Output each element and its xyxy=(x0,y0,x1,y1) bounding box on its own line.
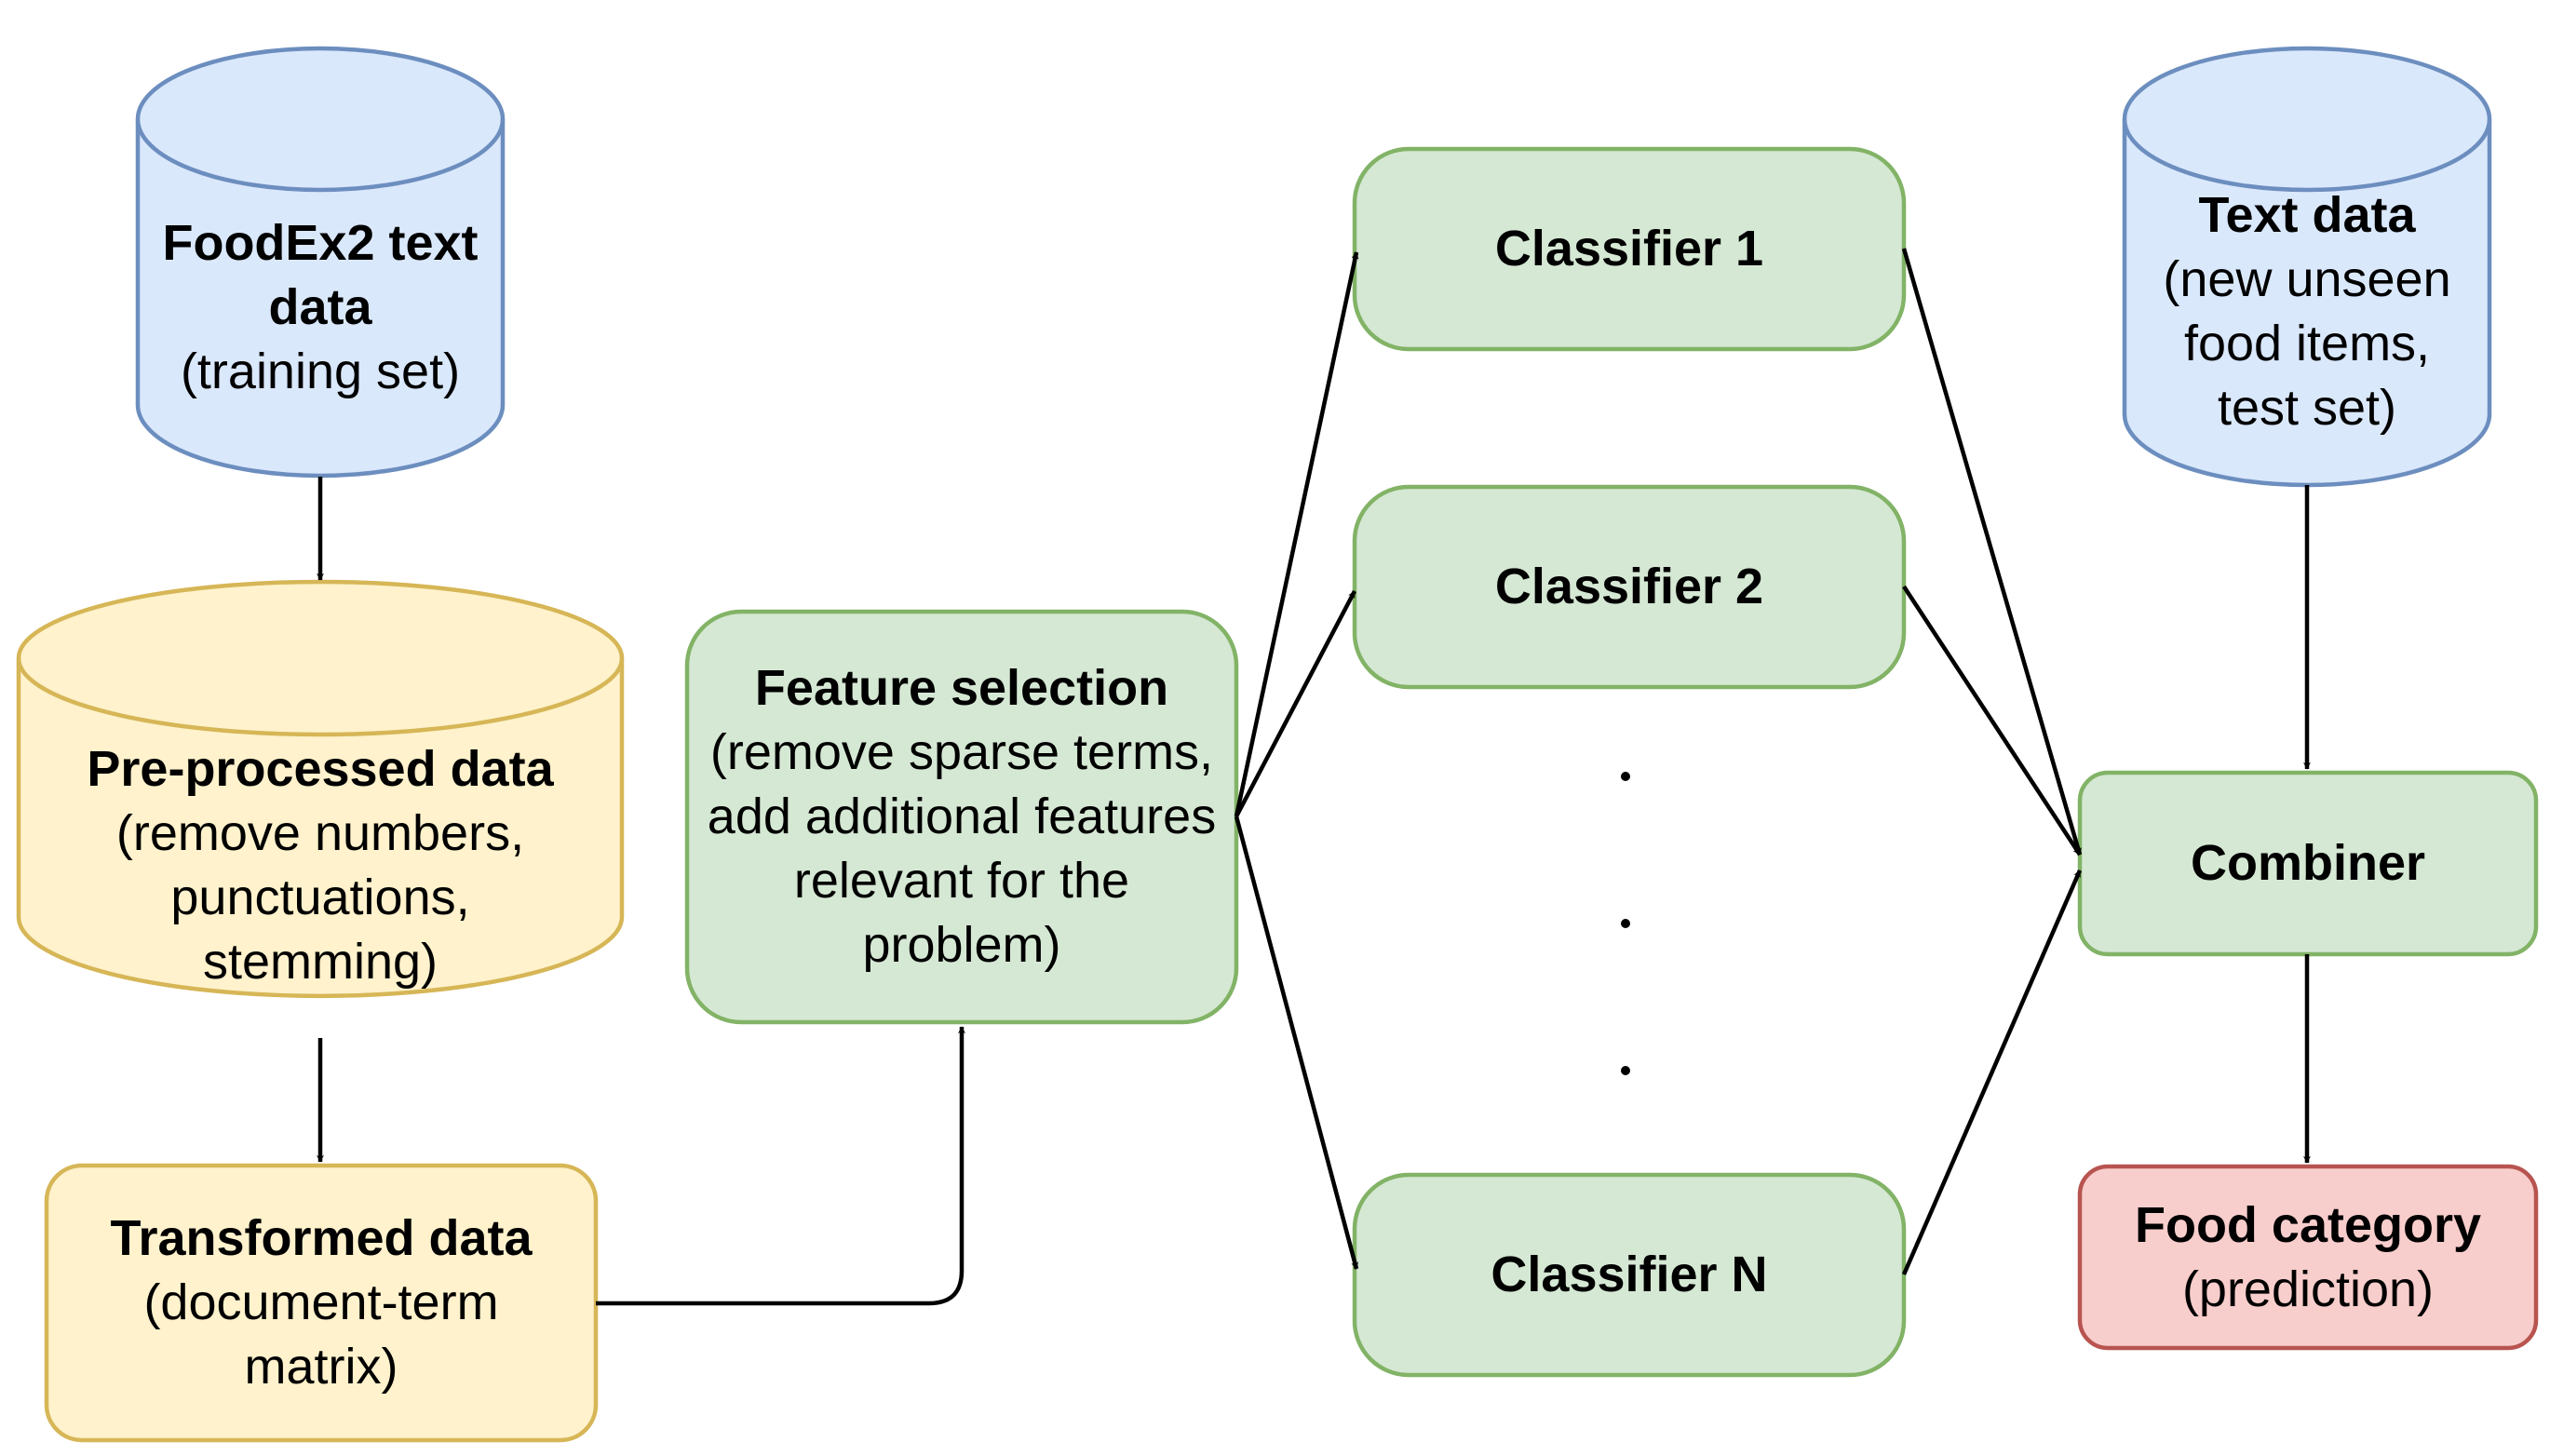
classifier-n-title: Classifier N xyxy=(1491,1247,1768,1302)
feature-selection-title: Feature selection xyxy=(754,660,1169,716)
combiner-label: Combiner xyxy=(2080,773,2536,954)
edge-classifier-2-to-combiner xyxy=(1902,585,2082,856)
test-data-cylinder xyxy=(2122,46,2492,488)
classifier-1-title: Classifier 1 xyxy=(1494,221,1764,276)
edge-feature-to-classifier-2 xyxy=(1235,589,1356,818)
combiner-title: Combiner xyxy=(2190,835,2426,891)
preprocessed-data-subtitle: (remove numbers, punctuations, stemming) xyxy=(115,805,525,990)
transformed-data-subtitle: (document-term matrix) xyxy=(143,1274,499,1395)
training-data-label: FoodEx2 text data (training set) xyxy=(138,191,503,424)
classifier-2-title: Classifier 2 xyxy=(1494,559,1764,614)
test-data-label: Text data (new unseen food items, test s… xyxy=(2125,187,2489,436)
preprocessed-data-cylinder xyxy=(16,579,625,999)
training-data-title: FoodEx2 text data xyxy=(162,214,479,335)
ellipsis-dot xyxy=(1621,772,1630,781)
food-category-subtitle: (prediction) xyxy=(2181,1261,2435,1317)
classifier-1-label: Classifier 1 xyxy=(1355,149,1904,349)
feature-selection-subtitle: (remove sparse terms, add additional fea… xyxy=(707,724,1217,973)
ellipsis-dot xyxy=(1621,919,1630,928)
feature-selection-label: Feature selection (remove sparse terms, … xyxy=(687,612,1236,1022)
classifier-n-box xyxy=(1352,1172,1907,1378)
test-data-subtitle: (new unseen food items, test set) xyxy=(2163,251,2451,436)
transformed-data-label: Transformed data (document-term matrix) xyxy=(47,1166,596,1440)
edge-feature-to-classifier-n xyxy=(1234,816,1359,1270)
training-data-cylinder xyxy=(135,46,506,479)
edge-transformed-to-feature-selection xyxy=(596,1026,965,1306)
edge-classifier-n-to-combiner xyxy=(1901,870,2083,1275)
classifier-n-label: Classifier N xyxy=(1355,1175,1904,1375)
edge-feature-to-classifier-1 xyxy=(1234,251,1359,817)
classifier-2-label: Classifier 2 xyxy=(1355,487,1904,687)
food-category-title: Food category xyxy=(2134,1196,2482,1253)
training-data-subtitle: (training set) xyxy=(180,343,461,399)
edge-classifier-1-to-combiner xyxy=(1901,248,2083,856)
food-category-label: Food category (prediction) xyxy=(2080,1166,2536,1348)
ellipsis-dot xyxy=(1621,1066,1630,1075)
transformed-data-title: Transformed data xyxy=(110,1210,533,1266)
test-data-title: Text data xyxy=(2198,187,2416,243)
preprocessed-data-label: Pre-processed data (remove numbers, punc… xyxy=(19,735,622,996)
preprocessed-data-title: Pre-processed data xyxy=(87,741,554,797)
food-category-box xyxy=(2077,1164,2539,1351)
